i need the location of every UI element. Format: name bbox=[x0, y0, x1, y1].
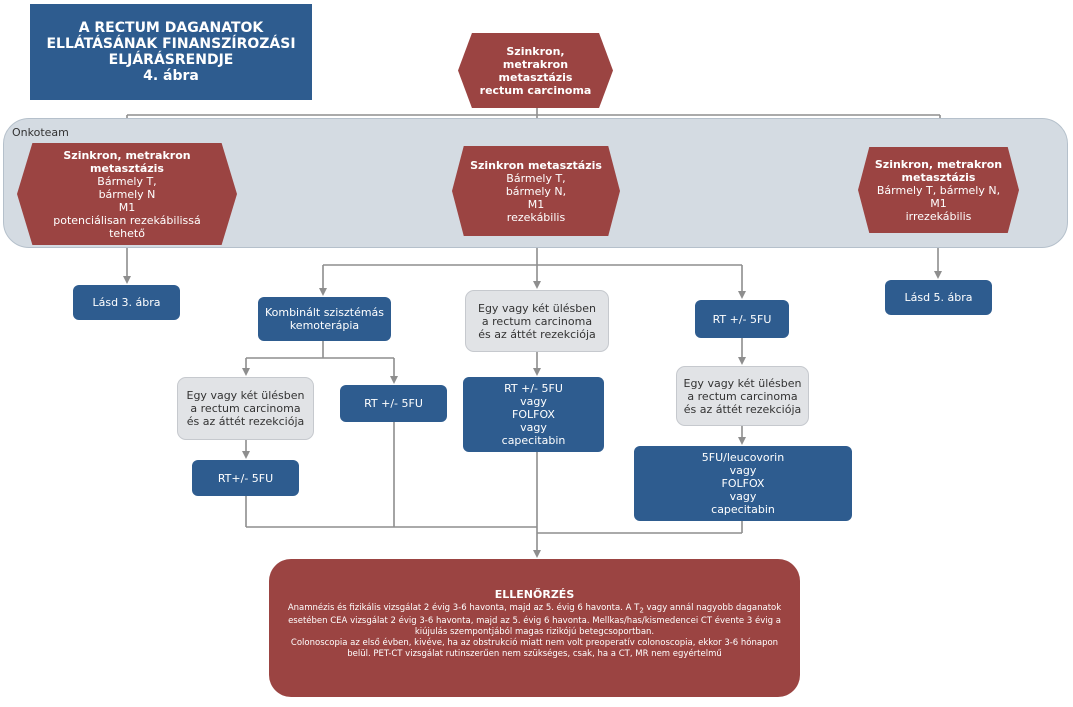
hex-heading: Szinkron metasztázis bbox=[470, 158, 602, 172]
see-figure-3: Lásd 3. ábra bbox=[73, 285, 180, 320]
rt-5fu-right: RT +/- 5FU bbox=[695, 300, 789, 338]
node-text: és az áttét rezekciója bbox=[186, 415, 305, 428]
hex-heading: Szinkron, metrakron bbox=[63, 148, 191, 162]
hex-text: Bármely T, bbox=[97, 174, 157, 188]
control-text: vagy annál nagyobb daganatok esetében CE… bbox=[288, 603, 782, 637]
node-text: capecitabin bbox=[711, 503, 775, 516]
node-text: capecitabin bbox=[501, 434, 566, 447]
hex-text: rezekábilis bbox=[506, 210, 566, 224]
node-text: a rectum carcinoma bbox=[687, 389, 798, 403]
node-text: rectum carcinoma bbox=[479, 83, 592, 97]
node-text: vagy bbox=[729, 490, 757, 503]
diagram-title: A RECTUM DAGANATOK ELLÁTÁSÁNAK FINANSZÍR… bbox=[30, 4, 312, 100]
node-text: FOLFOX bbox=[512, 408, 555, 421]
node-text: a rectum carcinoma bbox=[481, 314, 593, 328]
node-text: vagy bbox=[729, 464, 757, 477]
title-line: 4. ábra bbox=[143, 68, 199, 84]
see-figure-5: Lásd 5. ábra bbox=[885, 280, 992, 315]
rt-5fu-bottom-left: RT+/- 5FU bbox=[192, 460, 299, 496]
rt-5fu-folfox-capecitabin: RT +/- 5FU vagy FOLFOX vagy capecitabin bbox=[463, 377, 604, 452]
node-text: FOLFOX bbox=[721, 477, 765, 490]
hex-resectable: Szinkron metasztázis Bármely T, bármely … bbox=[452, 146, 620, 236]
node-text: Kombinált szisztémás bbox=[264, 306, 385, 319]
node-text: kemoterápia bbox=[289, 319, 360, 332]
node-text: metrakron bbox=[502, 57, 569, 71]
node-text: Lásd 3. ábra bbox=[92, 296, 161, 309]
control-paragraph-1: Anamnézis és fizikális vizsgálat 2 évig … bbox=[283, 603, 786, 638]
hex-text: potenciálisan rezekábilissá bbox=[53, 213, 201, 227]
resection-box-center: Egy vagy két ülésben a rectum carcinoma … bbox=[465, 290, 609, 352]
rt-5fu-middle-left: RT +/- 5FU bbox=[340, 385, 447, 422]
node-text: RT +/- 5FU bbox=[364, 397, 423, 410]
combined-systemic-chemotherapy: Kombinált szisztémás kemoterápia bbox=[258, 297, 391, 341]
hex-text: Bármely T, bármely N, bbox=[876, 183, 1001, 197]
hex-heading: metasztázis bbox=[901, 170, 976, 184]
hex-potentially-resectable: Szinkron, metrakron metasztázis Bármely … bbox=[17, 143, 237, 245]
node-text: vagy bbox=[520, 395, 547, 408]
title-line: ELJÁRÁSRENDJE bbox=[108, 52, 234, 68]
title-line: A RECTUM DAGANATOK bbox=[78, 20, 264, 36]
node-text: Egy vagy két ülésben bbox=[478, 301, 596, 315]
hex-heading: Szinkron, metrakron bbox=[874, 157, 1003, 171]
resection-box-right: Egy vagy két ülésben a rectum carcinoma … bbox=[676, 366, 809, 426]
hex-text: irrezekábilis bbox=[905, 209, 972, 223]
node-text: RT +/- 5FU bbox=[504, 382, 563, 395]
node-text: Egy vagy két ülésben bbox=[186, 389, 305, 402]
node-text: és az áttét rezekciója bbox=[478, 327, 596, 341]
hex-text: M1 bbox=[930, 196, 947, 210]
title-line: ELLÁTÁSÁNAK FINANSZÍROZÁSI bbox=[46, 36, 296, 52]
node-text: Lásd 5. ábra bbox=[904, 291, 973, 304]
hex-heading: metasztázis bbox=[90, 161, 164, 175]
top-node-synchronous-metastasis: Szinkron, metrakron metasztázis rectum c… bbox=[458, 33, 613, 108]
node-text: Szinkron, bbox=[506, 44, 565, 58]
node-text: és az áttét rezekciója bbox=[683, 402, 802, 416]
node-text: metasztázis bbox=[498, 70, 573, 84]
hex-text: bármely N bbox=[98, 187, 156, 201]
node-text: RT +/- 5FU bbox=[712, 312, 772, 326]
resection-box-left: Egy vagy két ülésben a rectum carcinoma … bbox=[177, 377, 314, 440]
node-text: a rectum carcinoma bbox=[190, 402, 301, 415]
5fu-leucovorin-folfox-capecitabin: 5FU/leucovorin vagy FOLFOX vagy capecita… bbox=[634, 446, 852, 521]
control-title: ELLENŐRZÉS bbox=[494, 588, 575, 601]
control-text: Anamnézis és fizikális vizsgálat 2 évig … bbox=[287, 603, 640, 613]
hex-text: M1 bbox=[118, 200, 136, 214]
hex-text: tehető bbox=[109, 226, 145, 240]
node-text: 5FU/leucovorin bbox=[701, 451, 785, 464]
onkoteam-label: Onkoteam bbox=[12, 126, 69, 139]
hex-text: bármely N, bbox=[505, 184, 567, 198]
node-text: RT+/- 5FU bbox=[217, 471, 274, 485]
node-text: vagy bbox=[520, 421, 547, 434]
hex-irresectable: Szinkron, metrakron metasztázis Bármely … bbox=[858, 147, 1019, 233]
follow-up-control-box: ELLENŐRZÉS Anamnézis és fizikális vizsgá… bbox=[269, 559, 800, 697]
node-text: Egy vagy két ülésben bbox=[683, 376, 802, 390]
control-subscript: 2 bbox=[639, 605, 644, 615]
control-paragraph-2: Colonoscopia az első évben, kivéve, ha a… bbox=[290, 637, 779, 659]
hex-text: Bármely T, bbox=[506, 171, 566, 185]
hex-text: M1 bbox=[527, 197, 545, 211]
